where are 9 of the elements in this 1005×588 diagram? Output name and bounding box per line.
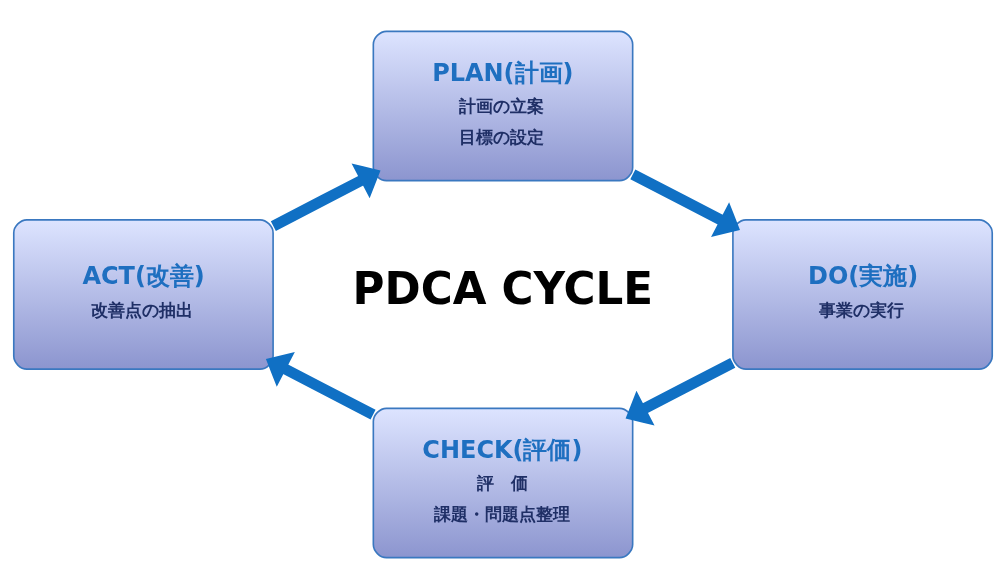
arrow [270,162,381,231]
arrow [629,169,740,237]
arrow [265,351,376,419]
node-box: PLAN(計画) 計画の立案 目標の設定 [372,30,633,181]
label: PDCA CYCLE [352,263,653,314]
node-box: DO(実施) 事業の実行 [731,218,993,370]
arrow [625,357,735,425]
node-box: ACT(改善) 改善点の抽出 [12,218,274,370]
node-box: CHECK(評価) 評 価 課題・問題点整理 [372,407,633,558]
